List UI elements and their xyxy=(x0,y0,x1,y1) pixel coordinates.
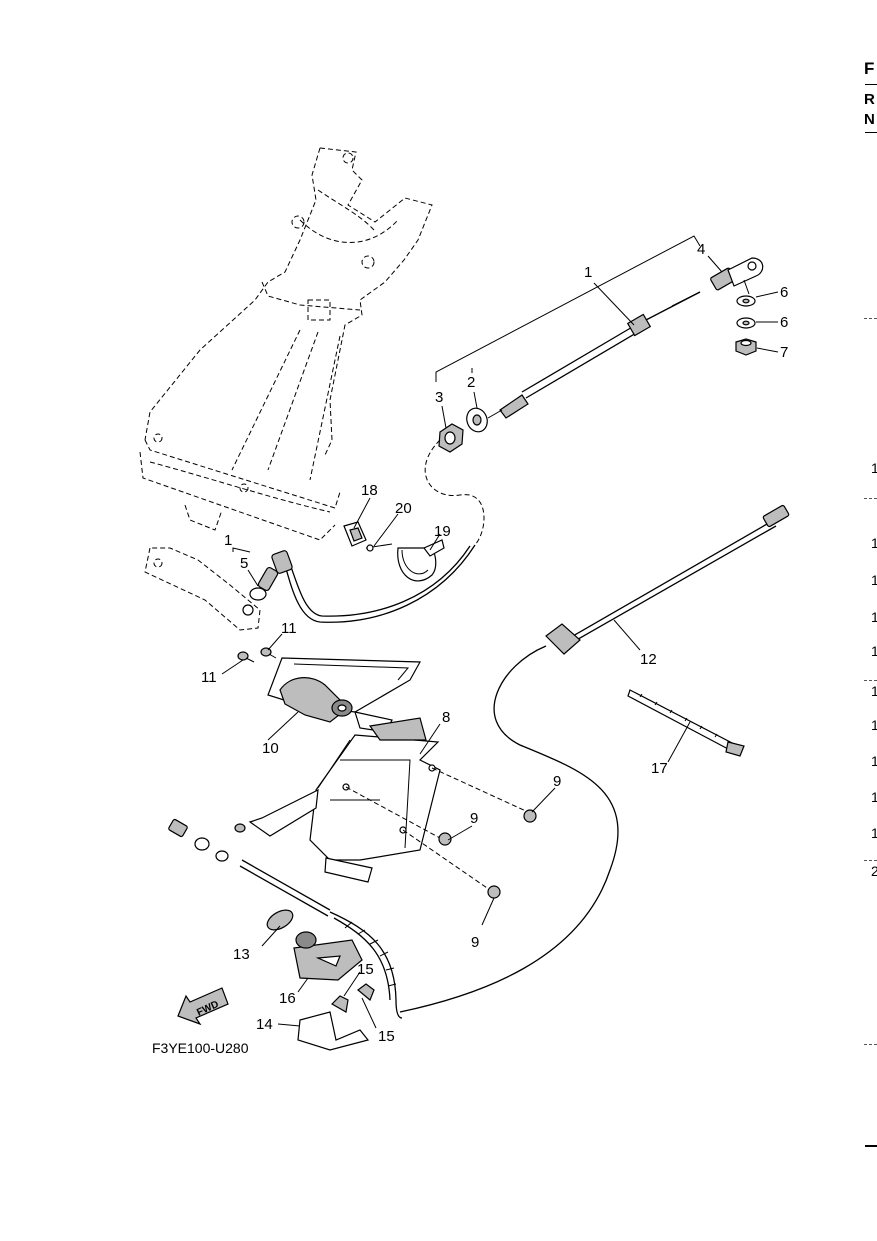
holder-16 xyxy=(293,931,363,981)
callout-15a: 15 xyxy=(357,961,374,978)
edge-number: 1 xyxy=(871,753,877,769)
callout-4: 4 xyxy=(697,241,705,258)
leader-lines xyxy=(221,255,779,1029)
screws-11 xyxy=(237,647,277,663)
cable-12 xyxy=(399,504,790,1013)
edge-number: 1 xyxy=(871,683,877,699)
edge-number: 1 xyxy=(871,825,877,841)
shift-cable-lower xyxy=(284,544,476,623)
bracket-8 xyxy=(234,717,441,883)
callout-7: 7 xyxy=(780,344,788,361)
edge-rule xyxy=(864,860,877,861)
edge-rule xyxy=(865,132,877,133)
edge-rule xyxy=(864,498,877,499)
edge-header-1: F xyxy=(864,59,875,78)
edge-rule xyxy=(865,84,877,85)
joint-5 xyxy=(242,566,279,616)
callout-11b: 11 xyxy=(281,620,297,637)
callout-6a: 6 xyxy=(780,284,788,301)
callout-1a: 1 xyxy=(584,264,592,281)
callout-9a: 9 xyxy=(553,773,561,790)
edge-rule xyxy=(864,318,877,319)
edge-number: 1 xyxy=(871,572,877,588)
callout-12: 12 xyxy=(640,651,657,668)
steering-column-housing-outline xyxy=(139,147,433,631)
callout-3: 3 xyxy=(435,389,443,406)
edge-rule xyxy=(864,680,877,681)
callouts: 1 1 2 3 4 5 6 6 7 8 9 9 9 10 11 11 12 13… xyxy=(201,241,788,1045)
callout-15b: 15 xyxy=(378,1028,395,1045)
shift-cable-upper xyxy=(487,257,764,419)
edge-number: 1 xyxy=(871,789,877,805)
cable-lower-assembly xyxy=(168,818,403,1019)
callout-13: 13 xyxy=(233,946,250,963)
fwd-arrow-icon: FWD xyxy=(177,987,229,1026)
edge-number: 1 xyxy=(871,460,877,476)
edge-number: 2 xyxy=(871,863,877,879)
cover-10 xyxy=(267,657,422,733)
callout-10: 10 xyxy=(262,740,279,757)
callout-16: 16 xyxy=(279,990,296,1007)
cable-tie-17 xyxy=(627,689,745,757)
bolts-9 xyxy=(345,767,537,899)
callout-2: 2 xyxy=(467,374,475,391)
bracket-14 xyxy=(297,983,375,1051)
edge-number: 1 xyxy=(871,535,877,551)
edge-number: 1 xyxy=(871,609,877,625)
diagram-code: F3YE100-U280 xyxy=(152,1040,249,1056)
callout-9b: 9 xyxy=(470,810,478,827)
assembly-bracket xyxy=(232,235,701,553)
callout-20: 20 xyxy=(395,500,412,517)
callout-9c: 9 xyxy=(471,934,479,951)
edge-number: 1 xyxy=(871,717,877,733)
callout-5: 5 xyxy=(240,555,248,572)
callout-14: 14 xyxy=(256,1016,273,1033)
edge-header-2: R xyxy=(864,91,875,108)
edge-rule xyxy=(865,1145,877,1147)
callout-19: 19 xyxy=(434,523,451,540)
clip-group xyxy=(343,521,445,582)
callout-1b: 1 xyxy=(224,532,232,549)
edge-header-3: N xyxy=(864,111,875,128)
callout-17: 17 xyxy=(651,760,668,777)
edge-rule xyxy=(864,1044,877,1045)
callout-11a: 11 xyxy=(201,669,217,686)
cable-route-dashed xyxy=(424,439,485,546)
callout-6b: 6 xyxy=(780,314,788,331)
sleeve-13 xyxy=(266,909,294,931)
edge-number: 1 xyxy=(871,643,877,659)
callout-18: 18 xyxy=(361,482,378,499)
hardware-small xyxy=(438,295,757,453)
callout-8: 8 xyxy=(442,709,450,726)
